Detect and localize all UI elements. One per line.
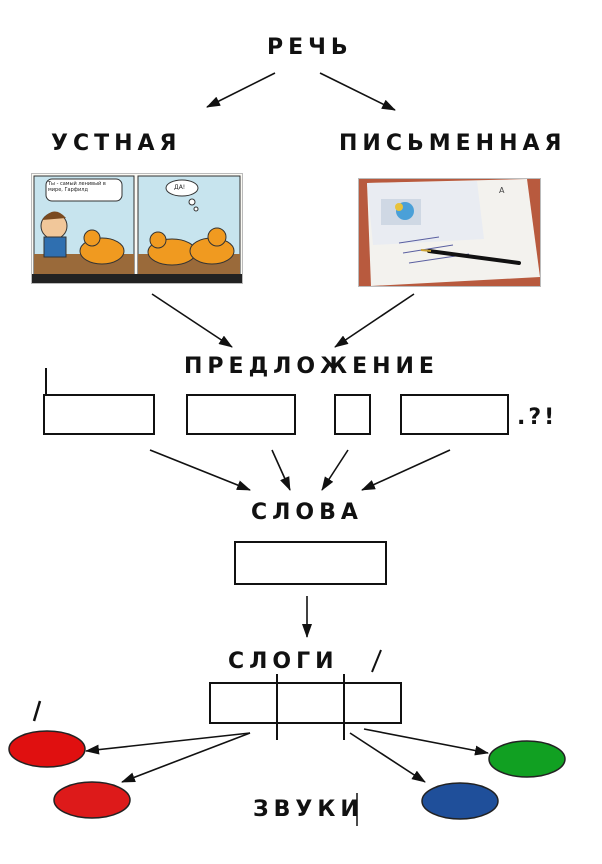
syllables-slash-mark bbox=[371, 649, 382, 673]
label-punctuation: .?! bbox=[517, 405, 558, 430]
sound-slash-mark bbox=[32, 700, 42, 722]
label-words: СЛОВА bbox=[251, 500, 363, 525]
arrow-box3-to-words bbox=[321, 449, 349, 491]
letter-drawing: A bbox=[359, 179, 540, 286]
arrow-speech-to-oral bbox=[206, 72, 276, 108]
arrow-written-to-sentence bbox=[334, 293, 415, 348]
sound-green bbox=[488, 740, 566, 778]
label-sounds: ЗВУКИ bbox=[253, 797, 364, 822]
arrow-oral-to-sentence bbox=[151, 293, 233, 348]
word-box-1 bbox=[43, 394, 155, 435]
label-syllables: СЛОГИ bbox=[228, 649, 339, 674]
word-box-2 bbox=[186, 394, 296, 435]
label-written: ПИСЬМЕННАЯ bbox=[339, 131, 567, 156]
arrow-speech-to-written bbox=[319, 72, 396, 111]
letter-image: A bbox=[358, 178, 541, 287]
label-speech: РЕЧЬ bbox=[267, 35, 353, 60]
sound-red-top bbox=[8, 730, 86, 768]
arrow-box1-to-words bbox=[149, 449, 251, 491]
comic-bubble-right: ДА! bbox=[174, 184, 186, 191]
arrow-syllable-to-sound-4 bbox=[363, 728, 489, 756]
comic-bubble-left: Ты - самый ленивый в мире, Гарфилд bbox=[48, 181, 106, 193]
arrow-syllable-to-sound-3 bbox=[349, 732, 426, 783]
comic-image: Ты - самый ленивый в мире, Гарфилд ДА! bbox=[31, 173, 243, 284]
word-box-3 bbox=[334, 394, 371, 435]
sound-red-bottom bbox=[53, 781, 131, 819]
word-box-4 bbox=[400, 394, 509, 435]
arrow-box4-to-words bbox=[361, 449, 451, 491]
label-oral: УСТНАЯ bbox=[51, 131, 182, 156]
comic-drawing bbox=[32, 174, 242, 283]
sound-blue bbox=[421, 782, 499, 820]
arrow-syllable-to-sound-1 bbox=[85, 732, 251, 755]
single-word-box bbox=[234, 541, 387, 585]
svg-text:A: A bbox=[499, 186, 505, 195]
arrow-box2-to-words bbox=[271, 449, 291, 491]
arrow-syllable-to-sound-2 bbox=[121, 732, 251, 783]
label-sentence: ПРЕДЛОЖЕНИЕ bbox=[184, 354, 439, 379]
syllable-box bbox=[209, 682, 402, 724]
